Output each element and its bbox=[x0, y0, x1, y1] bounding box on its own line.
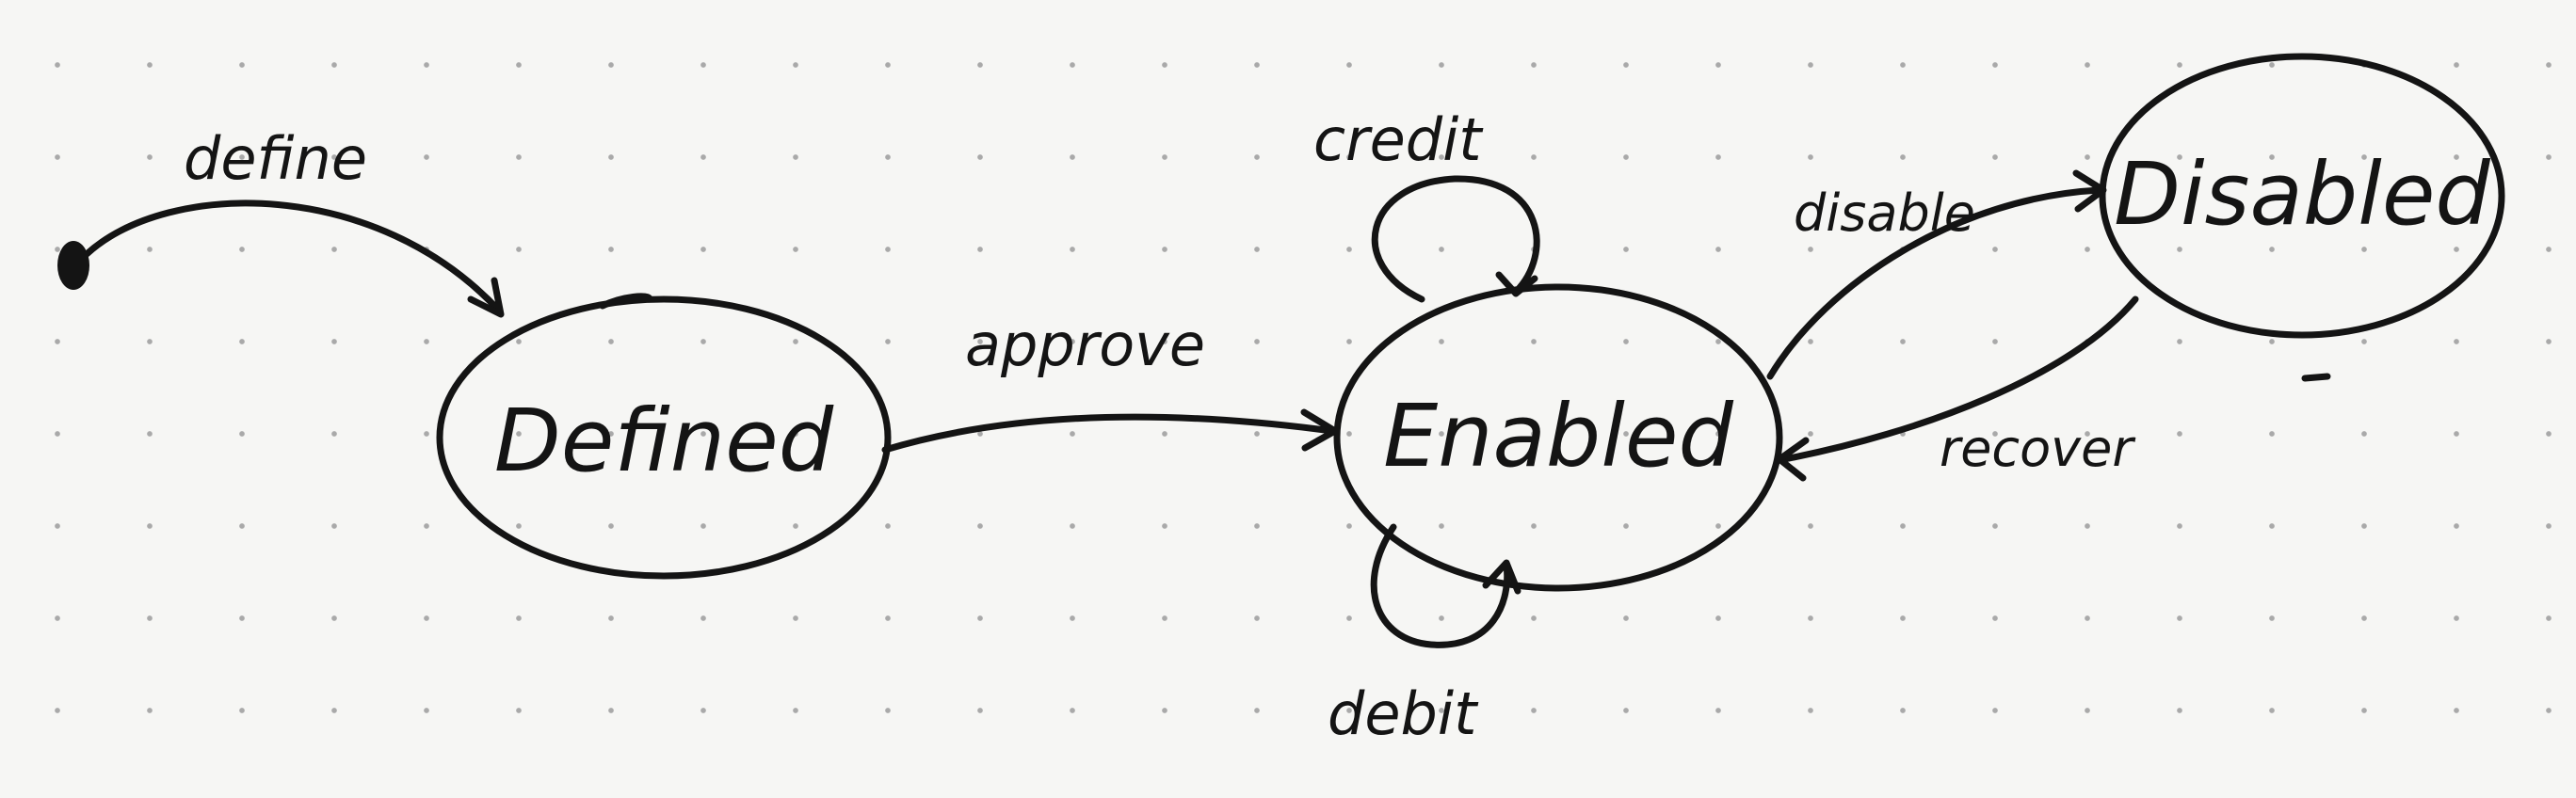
defined-state bbox=[436, 295, 892, 580]
initial-state-dot bbox=[57, 241, 89, 290]
credit-loop-arrow bbox=[1371, 175, 1540, 303]
approve-label: approve bbox=[965, 311, 1205, 379]
debit-loop-arrow bbox=[1370, 523, 1511, 648]
stray-pen-mark bbox=[2301, 373, 2331, 382]
disable-arrow bbox=[1766, 186, 2103, 380]
recover-label: recover bbox=[1940, 419, 2135, 478]
disabled-state-label: Disabled bbox=[2114, 144, 2490, 245]
enabled-state bbox=[1333, 283, 1783, 592]
define-arrow bbox=[83, 200, 503, 314]
define-arrowhead bbox=[467, 277, 505, 318]
debit-label: debit bbox=[1328, 679, 1479, 748]
debit-loop-arrowhead bbox=[1482, 559, 1521, 595]
recover-arrowhead bbox=[1776, 437, 1810, 482]
disabled-state bbox=[2099, 53, 2505, 339]
disable-label: disable bbox=[1794, 184, 1975, 243]
defined-state-overlap bbox=[599, 293, 653, 310]
recover-arrow bbox=[1780, 295, 2139, 463]
credit-label: credit bbox=[1313, 105, 1484, 174]
defined-state-label: Defined bbox=[494, 391, 834, 491]
define-label: define bbox=[184, 124, 367, 193]
approve-arrow bbox=[881, 413, 1336, 454]
enabled-state-label: Enabled bbox=[1383, 386, 1733, 487]
credit-loop-arrowhead bbox=[1495, 271, 1538, 297]
